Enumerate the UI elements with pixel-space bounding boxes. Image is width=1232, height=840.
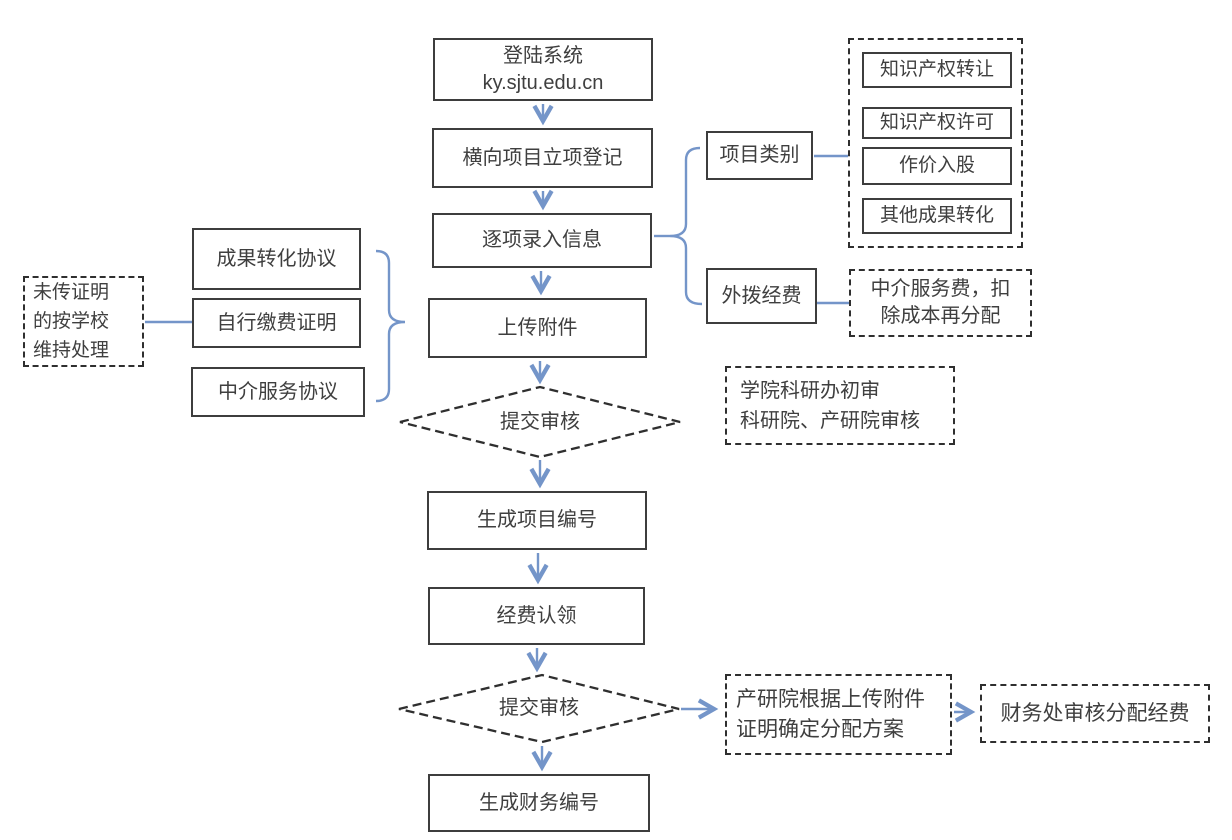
brace-attachments-to-upload <box>375 249 406 403</box>
node-review-note-label: 学院科研办初审 科研院、产研院审核 <box>740 379 920 432</box>
node-enter-info: 逐项录入信息 <box>432 213 652 268</box>
node-agency-agreement-label: 中介服务协议 <box>218 380 338 403</box>
node-external-fund-label: 外拨经费 <box>721 284 802 307</box>
node-finance-review: 财务处审核分配经费 <box>980 684 1210 743</box>
node-project-registration: 横向项目立项登记 <box>432 128 653 188</box>
node-ip-license: 知识产权许可 <box>862 107 1012 139</box>
node-equity-investment-label: 作价入股 <box>898 155 975 176</box>
node-other-transformation-label: 其他成果转化 <box>879 205 994 226</box>
node-enter-info-label: 逐项录入信息 <box>482 229 602 251</box>
group-category-options <box>848 38 1023 248</box>
node-allocation-plan-label: 产研院根据上传附件 证明确定分配方案 <box>736 687 925 741</box>
node-unuploaded-note-label: 未传证明 的按学校 维持处理 <box>33 282 110 361</box>
node-other-transformation: 其他成果转化 <box>862 198 1012 234</box>
brace-enterinfo-to-category-and-fund <box>669 146 703 306</box>
node-equity-investment: 作价入股 <box>862 147 1012 185</box>
node-login-system: 登陆系统 ky.sjtu.edu.cn <box>433 38 653 101</box>
node-agency-fee-note-label: 中介服务费，扣 除成本再分配 <box>870 278 1011 327</box>
node-payment-proof: 自行缴费证明 <box>192 298 361 348</box>
node-submit-review-1-label: 提交审核 <box>500 410 580 433</box>
node-project-category-label: 项目类别 <box>719 144 800 166</box>
node-fund-claim-label: 经费认领 <box>496 604 577 627</box>
node-achievement-agreement-label: 成果转化协议 <box>216 247 337 270</box>
node-achievement-agreement: 成果转化协议 <box>192 228 361 290</box>
node-fund-claim: 经费认领 <box>428 587 645 645</box>
node-generate-finance-number: 生成财务编号 <box>428 774 650 832</box>
node-submit-review-1: 提交审核 <box>400 387 680 457</box>
node-upload-attachments-label: 上传附件 <box>497 316 578 339</box>
node-ip-license-label: 知识产权许可 <box>879 112 994 133</box>
node-allocation-plan: 产研院根据上传附件 证明确定分配方案 <box>725 674 952 755</box>
node-login-system-label: 登陆系统 ky.sjtu.edu.cn <box>482 44 604 94</box>
node-generate-project-number-label: 生成项目编号 <box>477 509 597 531</box>
node-review-note: 学院科研办初审 科研院、产研院审核 <box>725 366 955 445</box>
node-finance-review-label: 财务处审核分配经费 <box>1000 701 1190 725</box>
node-submit-review-2-label: 提交审核 <box>499 697 579 719</box>
node-generate-finance-number-label: 生成财务编号 <box>479 791 599 814</box>
node-submit-review-2: 提交审核 <box>399 675 679 742</box>
node-external-fund: 外拨经费 <box>706 268 817 324</box>
node-project-registration-label: 横向项目立项登记 <box>462 146 623 169</box>
node-payment-proof-label: 自行缴费证明 <box>216 311 337 334</box>
node-project-category: 项目类别 <box>706 131 813 180</box>
node-generate-project-number: 生成项目编号 <box>427 491 647 550</box>
node-upload-attachments: 上传附件 <box>428 298 647 358</box>
node-agency-agreement: 中介服务协议 <box>191 367 365 417</box>
node-ip-transfer: 知识产权转让 <box>862 52 1012 88</box>
node-unuploaded-note: 未传证明 的按学校 维持处理 <box>23 276 144 367</box>
node-ip-transfer-label: 知识产权转让 <box>879 59 994 80</box>
node-agency-fee-note: 中介服务费，扣 除成本再分配 <box>849 269 1032 337</box>
